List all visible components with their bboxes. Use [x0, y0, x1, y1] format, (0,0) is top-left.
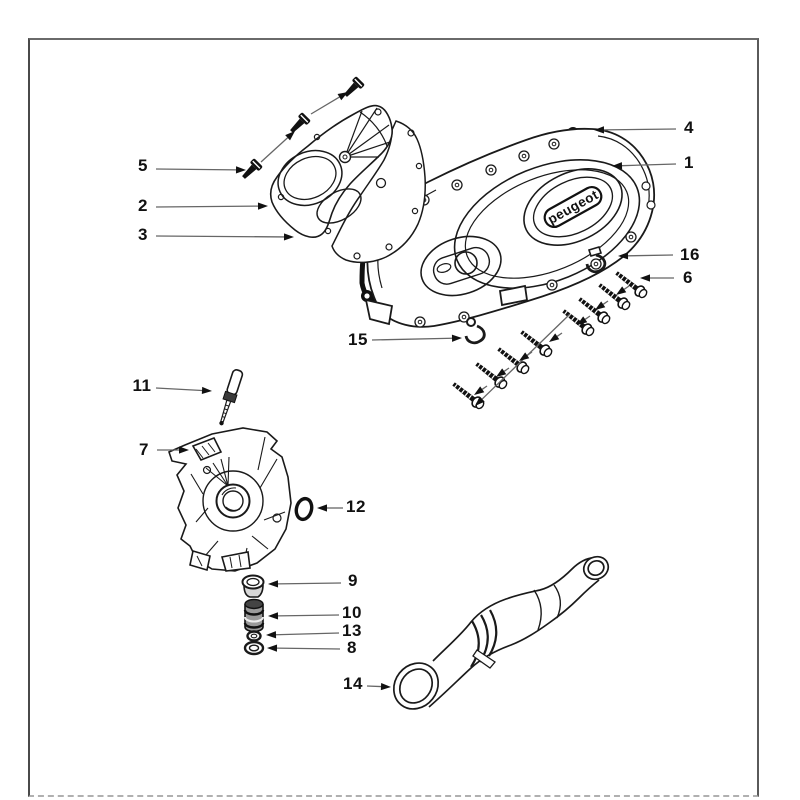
- leader-5-line: [155, 168, 237, 171]
- direction-arrow-5-arrowhead: [595, 301, 606, 310]
- leader-4-line: [603, 128, 677, 131]
- part-8-washer: [243, 640, 265, 656]
- leader-16-line: [627, 254, 674, 257]
- leader-6-arrowhead: [640, 274, 650, 282]
- direction-arrow-7-arrowhead: [549, 333, 560, 342]
- direction-arrow-6-arrowhead: [577, 316, 588, 325]
- crankcase-ribs: [190, 436, 286, 567]
- cover-recess-hole: [454, 251, 478, 275]
- leader-7-arrowhead: [179, 446, 189, 454]
- direction-arrow-5-line: [602, 300, 609, 305]
- leader-3-line: [155, 235, 285, 238]
- crankcase-foot: [220, 551, 251, 572]
- duct-bellows: [470, 620, 480, 668]
- duct-ring: [533, 589, 542, 631]
- callout-label-14: 14: [343, 674, 363, 693]
- leader-5-arrowhead: [235, 166, 246, 174]
- leader-1-line: [621, 163, 677, 167]
- direction-arrow-2-line: [310, 96, 340, 115]
- leader-11-arrowhead: [201, 386, 212, 395]
- leader-12-arrowhead: [317, 504, 327, 512]
- cover-tab: [364, 298, 394, 326]
- leader-14-line: [366, 685, 382, 688]
- cover-recess: [420, 235, 502, 297]
- leader-2-line: [155, 205, 259, 208]
- diagram-frame: [28, 38, 759, 797]
- part-7-crankcase: [168, 427, 292, 572]
- direction-arrow-3-arrowhead: [475, 396, 485, 406]
- leader-8-line: [276, 647, 341, 650]
- direction-arrow-9-arrowhead: [496, 368, 507, 377]
- duct-bellows: [488, 609, 498, 657]
- callout-label-16: 16: [680, 245, 700, 264]
- crankcase-foot: [189, 549, 211, 572]
- callout-label-13: 13: [342, 621, 362, 640]
- part-3-plate-gasket: [331, 120, 426, 264]
- callout-label-11: 11: [132, 376, 152, 395]
- direction-arrow-7-line: [556, 332, 563, 337]
- direction-arrow-1-arrowhead: [285, 131, 295, 141]
- duct-tab: [472, 649, 496, 669]
- callout-label-5: 5: [138, 156, 148, 175]
- leader-14-arrowhead: [380, 682, 391, 691]
- direction-arrow-9-line: [503, 367, 510, 372]
- callout-label-8: 8: [347, 638, 357, 657]
- part-9-plug: [241, 574, 265, 598]
- direction-arrow-2-arrowhead: [337, 92, 348, 101]
- part-12-o-ring: [294, 496, 314, 522]
- leader-8-arrowhead: [267, 644, 278, 652]
- crankcase-bore: [215, 483, 251, 519]
- part-16-clip: [585, 246, 607, 274]
- direction-arrow-10-line: [481, 385, 488, 390]
- duct-mouth: [392, 662, 440, 710]
- leader-13-line: [275, 632, 340, 636]
- leader-15-arrowhead: [451, 334, 462, 342]
- direction-arrow-4-line: [623, 285, 630, 290]
- leader-10-arrowhead: [268, 612, 279, 620]
- cover-tab: [498, 284, 529, 307]
- callout-label-6: 6: [683, 268, 693, 287]
- direction-arrow-1-line: [260, 137, 289, 163]
- leader-15-line: [371, 337, 453, 341]
- leader-13-arrowhead: [266, 631, 277, 639]
- leader-3-arrowhead: [283, 233, 294, 241]
- callout-label-2: 2: [138, 196, 148, 215]
- callout-label-12: 12: [346, 497, 366, 516]
- callout-label-10: 10: [342, 603, 362, 622]
- part-15-clamp: [464, 317, 486, 345]
- callout-label-15: 15: [348, 330, 368, 349]
- direction-arrow-6-line: [584, 315, 591, 320]
- callout-label-7: 7: [139, 440, 149, 459]
- crankcase-hub-ring: [202, 470, 264, 532]
- part-10-spring: [243, 598, 265, 633]
- callout-label-9: 9: [348, 571, 358, 590]
- direction-arrow-8-arrowhead: [519, 352, 530, 361]
- plate-kidney-opening: [316, 188, 362, 224]
- direction-arrow-10-arrowhead: [474, 386, 485, 395]
- duct-outlet: [582, 555, 610, 581]
- leader-9-line: [277, 582, 342, 585]
- direction-arrow-4-arrowhead: [616, 286, 627, 295]
- leader-4-arrowhead: [594, 126, 605, 134]
- part-11-bleed-screw: [219, 369, 244, 426]
- logo-rings: [523, 168, 623, 246]
- leader-1-arrowhead: [612, 162, 623, 170]
- part-14-air-duct: [392, 555, 610, 710]
- part-13-washer: [246, 630, 262, 642]
- leader-9-arrowhead: [268, 580, 279, 588]
- part-2-inner-cover-plate: [269, 104, 393, 239]
- callout-label-1: 1: [684, 153, 694, 172]
- direction-arrow-8-line: [526, 351, 533, 356]
- duct-ring: [553, 584, 562, 619]
- leader-16-arrowhead: [618, 252, 629, 260]
- leader-11-line: [155, 387, 203, 392]
- leader-10-line: [277, 614, 340, 617]
- callout-label-4: 4: [684, 118, 694, 137]
- callout-label-3: 3: [138, 225, 148, 244]
- leader-2-arrowhead: [257, 202, 268, 210]
